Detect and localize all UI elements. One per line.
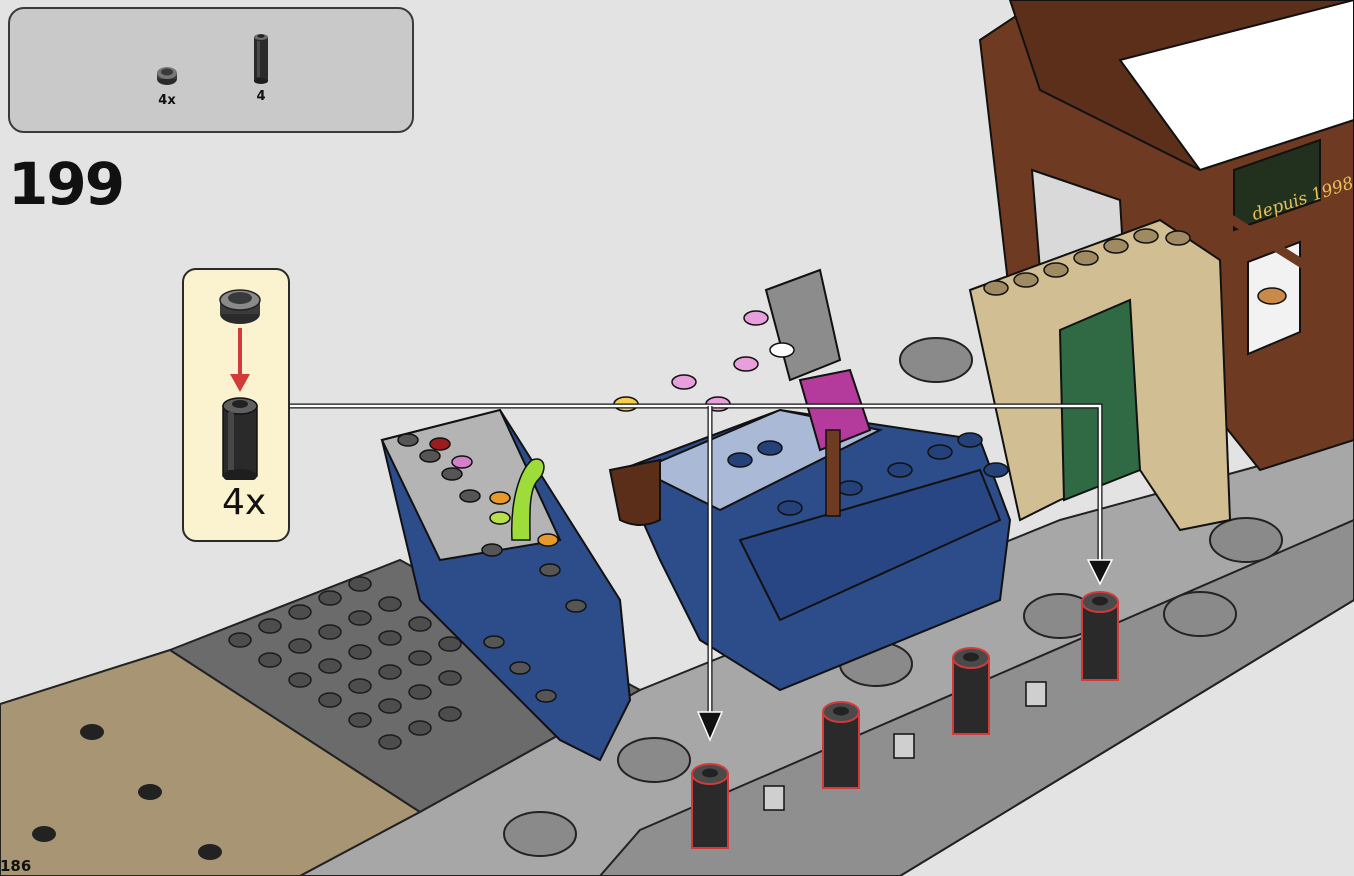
- page-number: 186: [0, 857, 31, 875]
- pot: [610, 460, 660, 525]
- placed-brick-2: [823, 702, 859, 788]
- subassembly-multiplier: 4x: [222, 482, 266, 523]
- subassembly-diagram: [184, 270, 292, 480]
- red-arrowhead: [230, 374, 250, 392]
- basket-pole: [826, 430, 840, 516]
- center-flowers: [614, 311, 794, 411]
- bread-icon: [1258, 288, 1286, 304]
- round-brick-icon: [223, 398, 257, 480]
- gray-column: [766, 270, 840, 380]
- subassembly-callout: 4x: [182, 268, 290, 542]
- round-plate-icon: [220, 290, 260, 324]
- placed-brick-1: [692, 764, 728, 848]
- placed-brick-4: [1082, 592, 1118, 680]
- placed-brick-3: [953, 648, 989, 734]
